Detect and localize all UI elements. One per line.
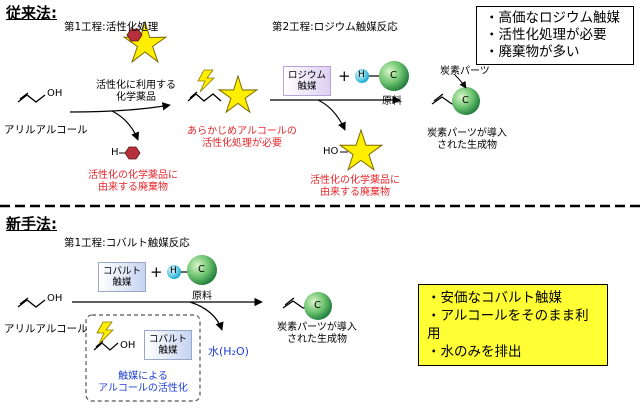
waste2-label: 活性化の化学薬品に 由来する廃棄物 xyxy=(300,175,410,199)
water-label: 水(H₂O) xyxy=(208,345,249,358)
reagent-label-line1: 活性化に利用する xyxy=(96,80,176,91)
allyl-alcohol-label: アリルアルコール xyxy=(4,124,88,136)
carbon-parts-arrow xyxy=(454,74,467,89)
new-allyl-alcohol-structure xyxy=(17,299,46,308)
waste-h-label: H xyxy=(111,147,119,158)
water-arrow xyxy=(189,301,224,331)
pretreatment-label-line1: あらかじめアルコールの xyxy=(187,126,297,137)
new-summary-item: ・アルコールをそのまま利用 xyxy=(427,308,589,342)
waste1-label-line2: 由来する廃棄物 xyxy=(98,182,168,193)
product-label-line2: された生成物 xyxy=(437,140,497,151)
cobalt-catalyst-line1: コバルト xyxy=(102,266,141,277)
product-carbon-sphere xyxy=(452,87,480,115)
new-carbon-sphere xyxy=(187,255,217,285)
conventional-summary-item: ・活性化処理が必要 xyxy=(485,27,607,43)
activation-label-line1: 触媒による xyxy=(118,371,168,382)
conventional-summary-item: ・廃棄物が多い xyxy=(485,44,580,60)
lightning-icon xyxy=(197,69,215,93)
rhodium-catalyst-line2: 触媒 xyxy=(297,81,317,92)
inset-cobalt-catalyst-box: コバルト 触媒 xyxy=(144,330,192,360)
conventional-summary-item: ・高価なロジウム触媒 xyxy=(485,10,620,26)
new-step1-label: 第1工程:コバルト触媒反応 xyxy=(64,237,190,249)
inset-cobalt-line2: 触媒 xyxy=(158,345,178,356)
conventional-method-title: 従来法: xyxy=(6,4,57,22)
raw-material-label: 原料 xyxy=(382,96,402,107)
new-product-label-line1: 炭素パーツが導入 xyxy=(277,322,357,333)
h-atom-label: H xyxy=(358,70,365,80)
product-label-line1: 炭素パーツが導入 xyxy=(427,128,507,139)
pretreatment-label: あらかじめアルコールの 活性化処理が必要 xyxy=(182,126,302,150)
new-h-atom xyxy=(167,265,181,279)
product-label: 炭素パーツが導入 された生成物 xyxy=(412,128,522,152)
cobalt-catalyst-box: コバルト 触媒 xyxy=(98,262,146,292)
rhodium-catalyst-box: ロジウム 触媒 xyxy=(283,66,331,96)
product-c-label: C xyxy=(462,95,469,106)
new-raw-material-label: 原料 xyxy=(192,291,212,302)
inset-cobalt-line1: コバルト xyxy=(148,334,187,345)
waste-star xyxy=(338,128,384,172)
new-c-atom-label: C xyxy=(198,264,205,275)
h-atom xyxy=(355,69,369,83)
new-product-label: 炭素パーツが導入 された生成物 xyxy=(262,322,372,346)
waste-ho-label: HO xyxy=(323,146,339,157)
waste2-label-line2: 由来する廃棄物 xyxy=(320,187,390,198)
reagent-hexagon xyxy=(126,28,143,42)
step1-arrow xyxy=(69,102,171,113)
new-summary-item: ・安価なコバルト触媒 xyxy=(427,290,562,306)
inset-allyl-structure xyxy=(93,342,119,351)
waste-hexagon xyxy=(124,146,141,160)
new-oh-label: OH xyxy=(47,293,63,304)
reagent-label: 活性化に利用する 化学薬品 xyxy=(86,80,186,104)
plus-sign: + xyxy=(338,67,351,85)
activation-label: 触媒による アルコールの活性化 xyxy=(88,371,198,395)
pretreatment-label-line2: 活性化処理が必要 xyxy=(202,138,282,149)
conventional-summary-box: ・高価なロジウム触媒 ・活性化処理が必要 ・廃棄物が多い xyxy=(476,6,634,65)
waste1-arrow xyxy=(111,110,140,141)
new-product-label-line2: された生成物 xyxy=(287,334,347,345)
c-atom-label: C xyxy=(390,70,397,81)
inset-oh-label: OH xyxy=(120,340,136,351)
reagent-label-line2: 化学薬品 xyxy=(116,92,156,103)
waste2-label-line1: 活性化の化学薬品に xyxy=(310,175,400,186)
new-summary-item: ・水のみを排出 xyxy=(427,344,522,360)
rhodium-catalyst-line1: ロジウム xyxy=(287,70,326,81)
carbon-parts-label: 炭素パーツ xyxy=(440,66,490,77)
oh-label: OH xyxy=(47,88,63,99)
new-method-title: 新手法: xyxy=(6,215,57,233)
activated-allyl-structure xyxy=(187,93,222,102)
new-allyl-alcohol-label: アリルアルコール xyxy=(4,323,88,335)
activated-star xyxy=(217,74,259,114)
carbon-sphere xyxy=(379,61,409,91)
inset-lightning-icon xyxy=(96,321,114,345)
new-plus-sign: + xyxy=(150,263,163,281)
waste2-arrow xyxy=(317,99,346,131)
new-product-structure xyxy=(282,300,304,309)
conventional-step2-label: 第2工程:ロジウム触媒反応 xyxy=(272,21,398,33)
product-structure xyxy=(431,96,453,105)
cobalt-catalyst-line2: 触媒 xyxy=(112,277,132,288)
new-product-c-label: C xyxy=(314,300,321,311)
new-summary-box: ・安価なコバルト触媒 ・アルコールをそのまま利用 ・水のみを排出 xyxy=(418,284,608,366)
new-h-atom-label: H xyxy=(170,266,177,276)
conventional-step1-label: 第1工程:活性化処理 xyxy=(64,21,159,33)
waste1-label-line1: 活性化の化学薬品に xyxy=(88,170,178,181)
allyl-alcohol-structure xyxy=(17,94,46,103)
new-product-carbon-sphere xyxy=(304,292,332,320)
waste1-label: 活性化の化学薬品に 由来する廃棄物 xyxy=(78,170,188,194)
activation-label-line2: アルコールの活性化 xyxy=(98,383,188,394)
